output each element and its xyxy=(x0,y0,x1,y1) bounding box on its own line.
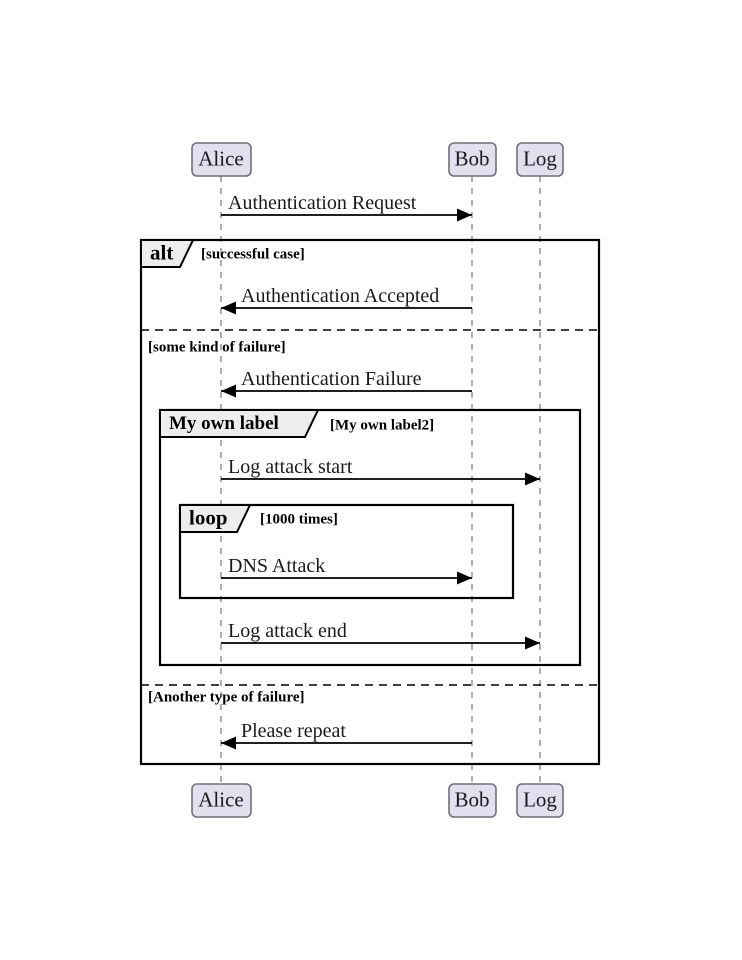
participant-label-alice-top: Alice xyxy=(198,146,243,170)
fragment-guard-label-2: [some kind of failure] xyxy=(148,339,286,355)
message-m5[interactable]: DNS Attack xyxy=(221,555,472,585)
message-label-m2: Authentication Accepted xyxy=(241,285,439,307)
message-label-m1: Authentication Request xyxy=(228,192,417,214)
message-label-m5: DNS Attack xyxy=(228,555,325,577)
fragment-alt-fragment: alt [successful case] [some kind of failur… xyxy=(139,238,601,766)
fragment-guard-label-1: [My own label2] xyxy=(330,417,434,433)
participant-alice-bottom[interactable]: Alice xyxy=(191,783,252,818)
participant-alice-top[interactable]: Alice xyxy=(191,142,252,177)
fragment-operator-label: alt xyxy=(150,240,173,264)
participant-box-alice-top[interactable] xyxy=(191,142,252,177)
fragment-frame-alt-fragment xyxy=(139,238,601,766)
participant-label-log-bottom: Log xyxy=(523,787,557,811)
fragment-tab-alt-fragment xyxy=(140,239,195,268)
fragment-guard-label-1: [successful case] xyxy=(201,246,305,262)
message-label-m7: Please repeat xyxy=(241,720,346,742)
participant-box-bob-top[interactable] xyxy=(448,142,497,177)
fragment-loop-fragment: loop [1000 times] xyxy=(178,503,515,600)
message-m4[interactable]: Log attack start xyxy=(221,456,540,486)
message-label-m3: Authentication Failure xyxy=(241,368,422,390)
message-label-m4: Log attack start xyxy=(228,456,353,478)
fragment-guard-label-3: [Another type of failure] xyxy=(148,689,305,705)
message-m1[interactable]: Authentication Request xyxy=(221,192,472,222)
fragment-tab-loop-fragment xyxy=(179,504,252,533)
fragment-my-own-label-fragment: My own label [My own label2] xyxy=(158,408,582,667)
participant-box-log-bottom[interactable] xyxy=(516,783,564,818)
message-m3[interactable]: Authentication Failure xyxy=(221,368,472,398)
message-arrowhead-m3 xyxy=(221,384,236,398)
fragment-operator-label: My own label xyxy=(169,413,279,434)
fragment-guard-label-1: [1000 times] xyxy=(260,511,338,527)
participant-box-log-top[interactable] xyxy=(516,142,564,177)
message-m7[interactable]: Please repeat xyxy=(221,720,472,750)
message-label-m6: Log attack end xyxy=(228,620,347,642)
fragment-tab-my-own-label-fragment xyxy=(159,409,320,438)
message-arrowhead-m7 xyxy=(221,736,236,750)
message-arrowhead-m2 xyxy=(221,301,236,315)
message-arrowhead-m4 xyxy=(525,472,540,486)
fragment-operator-label: loop xyxy=(189,505,228,529)
participant-bob-top[interactable]: Bob xyxy=(448,142,497,177)
lifelines-layer xyxy=(220,176,541,784)
fragment-frame-loop-fragment xyxy=(178,503,515,600)
fragment-frame-my-own-label-fragment xyxy=(158,408,582,667)
participant-label-alice-bottom: Alice xyxy=(198,787,243,811)
participant-box-alice-bottom[interactable] xyxy=(191,783,252,818)
message-arrowhead-m5 xyxy=(457,571,472,585)
participant-log-top[interactable]: Log xyxy=(516,142,564,177)
participant-log-bottom[interactable]: Log xyxy=(516,783,564,818)
participant-label-bob-top: Bob xyxy=(454,146,489,170)
participant-label-log-top: Log xyxy=(523,146,557,170)
message-arrowhead-m6 xyxy=(525,636,540,650)
message-m2[interactable]: Authentication Accepted xyxy=(221,285,472,315)
message-m6[interactable]: Log attack end xyxy=(221,620,540,650)
fragments-layer: alt [successful case] [some kind of failur… xyxy=(139,238,601,766)
participant-bob-bottom[interactable]: Bob xyxy=(448,783,497,818)
message-arrowhead-m1 xyxy=(457,208,472,222)
participant-label-bob-bottom: Bob xyxy=(454,787,489,811)
participant-box-bob-bottom[interactable] xyxy=(448,783,497,818)
